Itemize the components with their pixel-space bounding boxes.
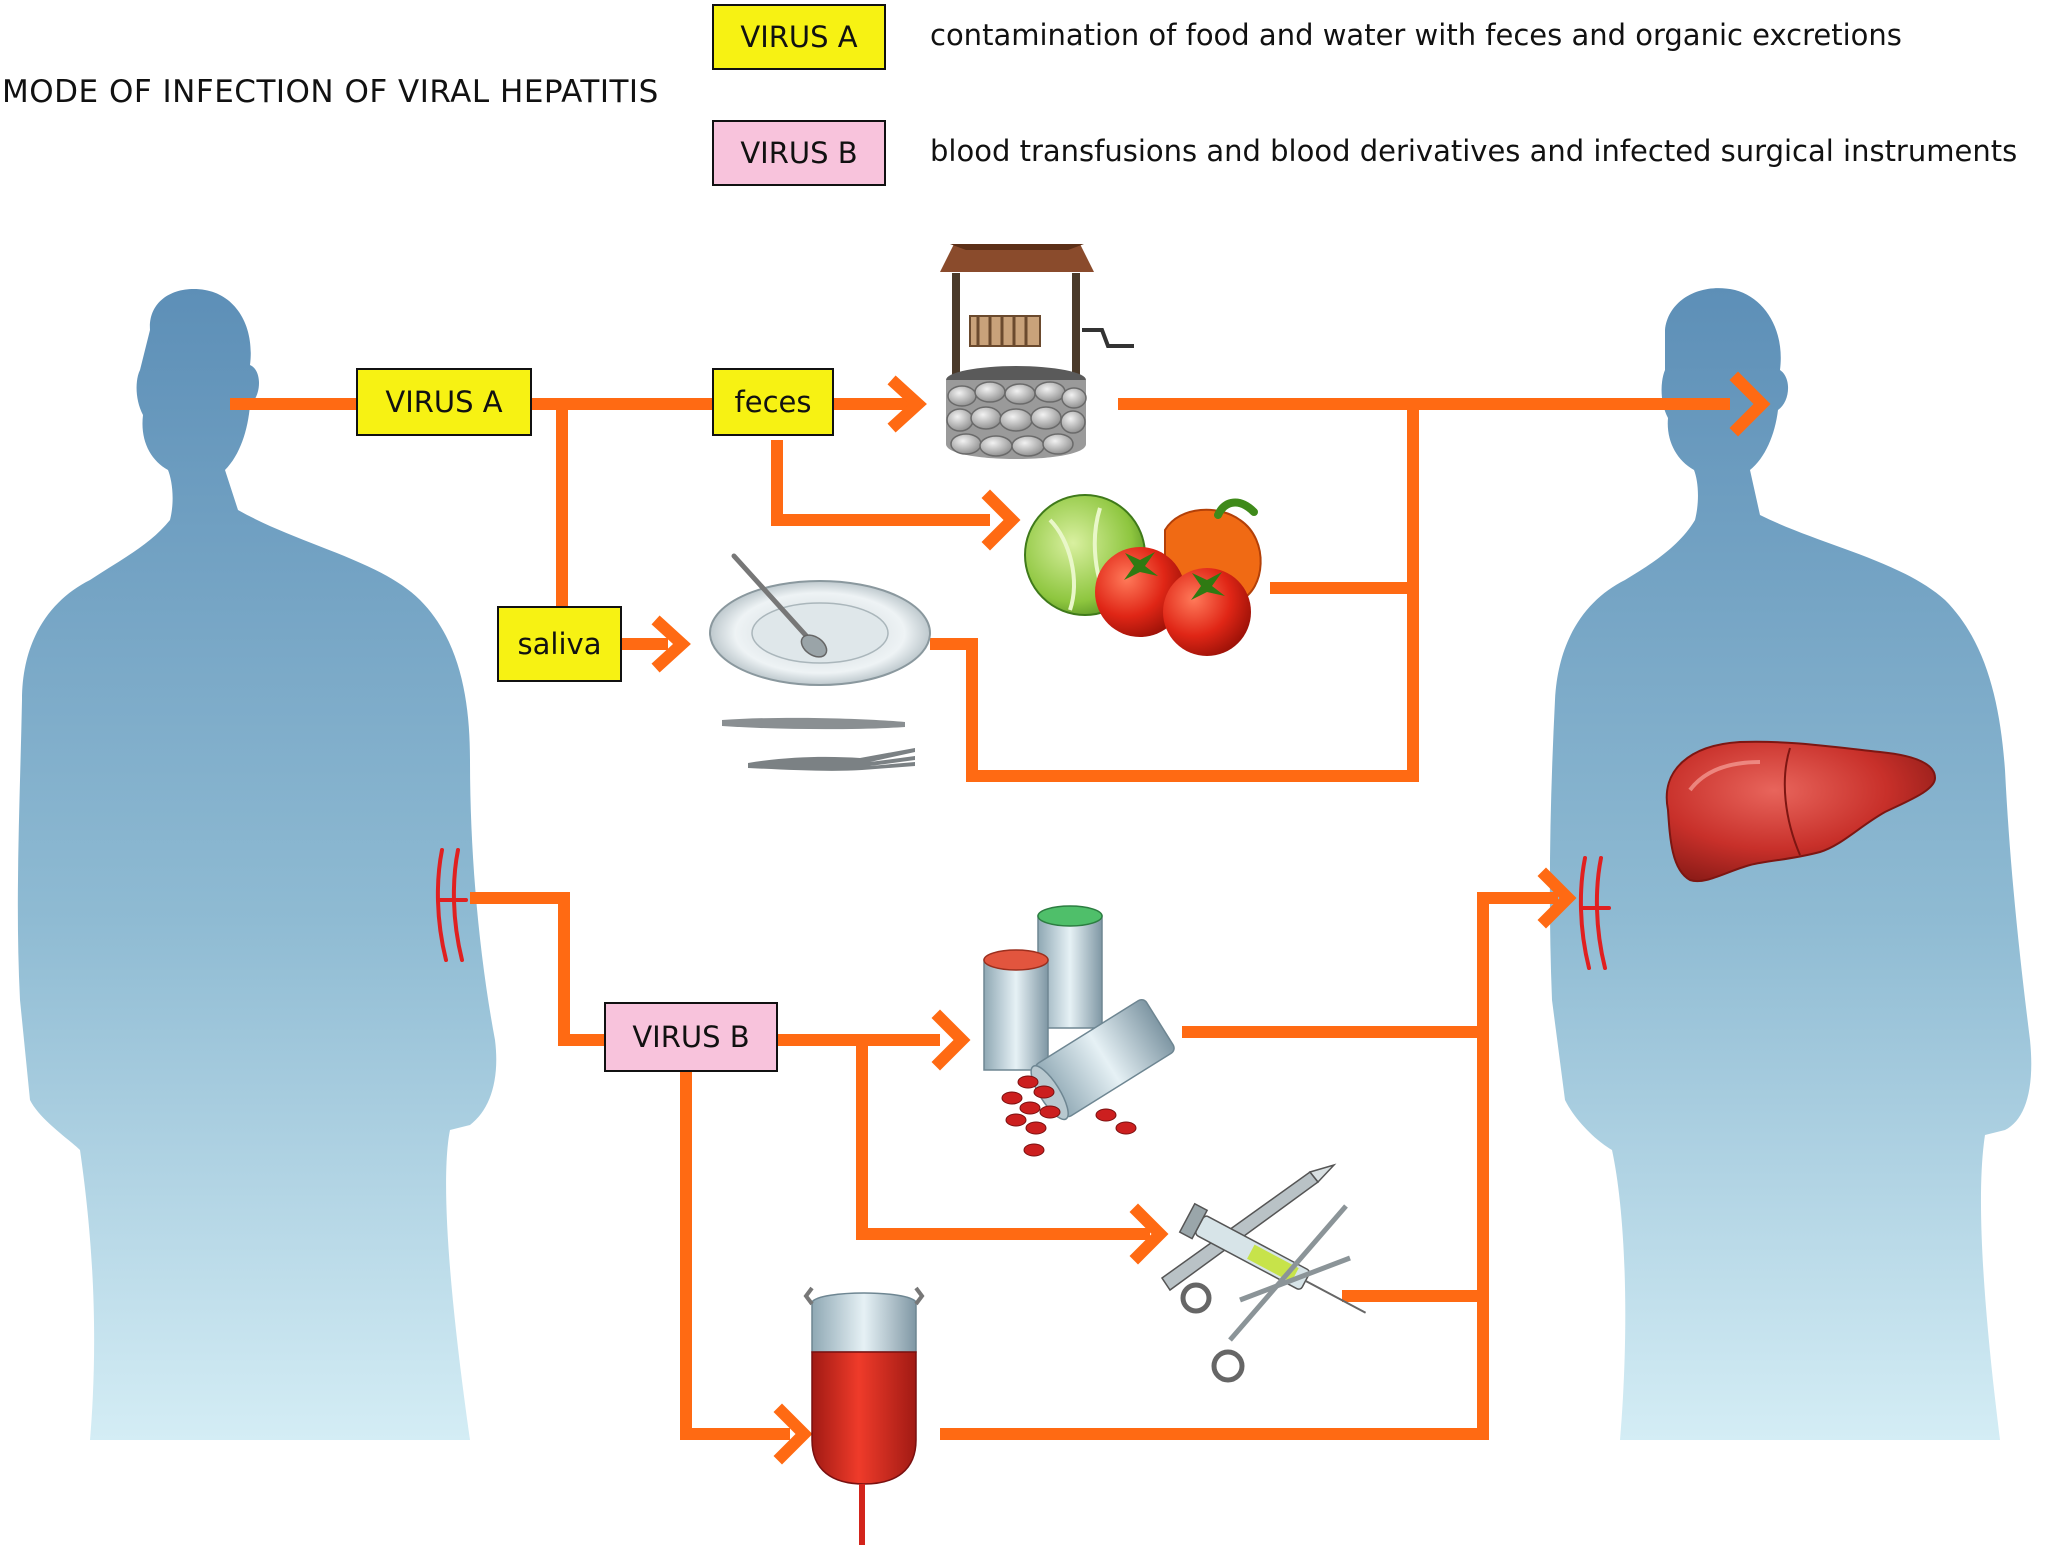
water-well-icon [940, 244, 1134, 459]
left-person-silhouette-icon [17, 289, 497, 1440]
legend-virus-a-description: contamination of food and water with fec… [930, 18, 1902, 52]
legend-virus-b-description: blood transfusions and blood derivatives… [930, 134, 2018, 168]
legend-virus-b-label: VIRUS B [712, 120, 886, 186]
node-virus-a: VIRUS A [356, 368, 532, 436]
right-person-silhouette-icon [1549, 288, 2032, 1441]
right-blood-vessel-icon [1578, 856, 1611, 970]
virus-a-arrowheads [651, 371, 1771, 673]
surgical-instruments-icon [1160, 1163, 1367, 1383]
page-title: MODE OF INFECTION OF VIRAL HEPATITIS [2, 74, 659, 110]
legend-virus-a-label: VIRUS A [712, 4, 886, 70]
liver-icon [1665, 740, 1937, 883]
blood-bag-icon [803, 1286, 925, 1545]
virus-b-flow-lines [470, 892, 1558, 1440]
vegetables-icon [1024, 494, 1262, 656]
node-saliva: saliva [497, 606, 622, 682]
pill-containers-icon [983, 905, 1175, 1157]
left-blood-vessel-icon [435, 848, 468, 962]
node-virus-b: VIRUS B [604, 1002, 778, 1072]
plate-cutlery-icon [709, 553, 931, 771]
virus-b-arrowheads [773, 867, 1577, 1465]
node-feces: feces [712, 368, 834, 436]
